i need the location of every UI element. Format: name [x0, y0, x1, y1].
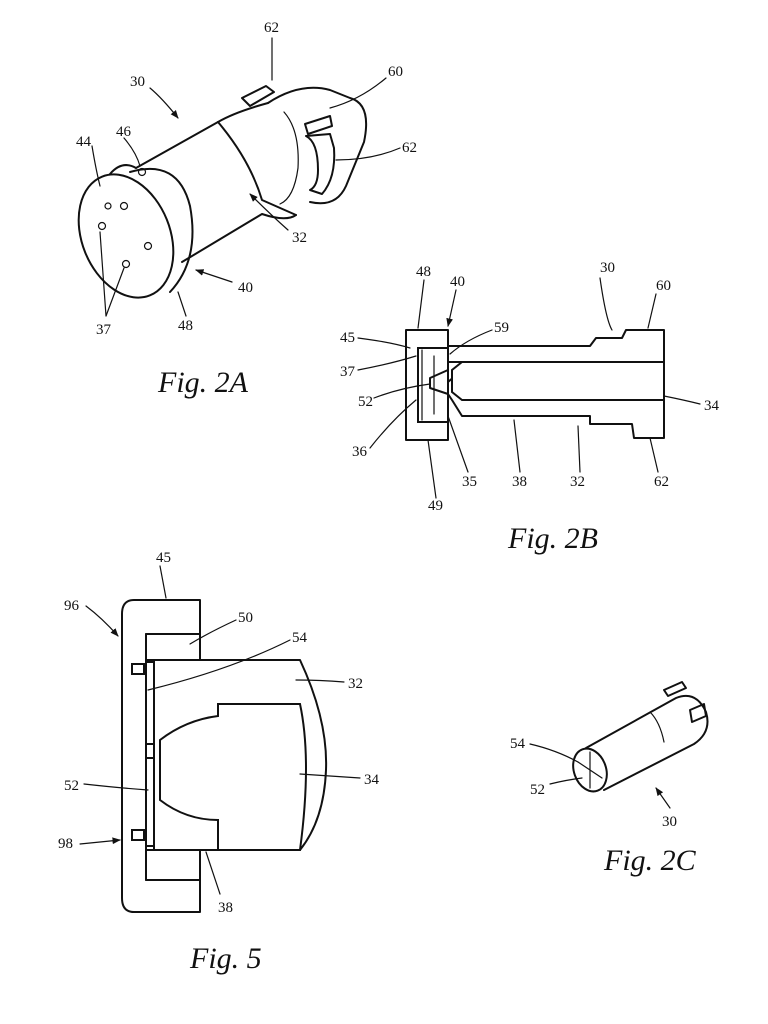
fig2b-caption: Fig. 2B [507, 522, 598, 555]
fig2a-ref-40: 40 [238, 280, 253, 296]
fig2a-ref-62-right: 62 [402, 140, 417, 156]
fig5-ref-54: 54 [292, 630, 308, 646]
fig5-ref-34: 34 [364, 772, 380, 788]
fig2b-ref-36: 36 [352, 444, 368, 460]
fig2a-caption: Fig. 2A [157, 366, 249, 399]
fig2b-ref-40: 40 [450, 274, 465, 290]
fig5-drawing [122, 600, 326, 912]
fig2b-ref-34: 34 [704, 398, 720, 414]
fig2b-ref-30: 30 [600, 260, 615, 276]
fig2a-ref-46: 46 [116, 124, 132, 140]
fig2c-ref-54: 54 [510, 736, 526, 752]
fig2b-ref-37: 37 [340, 364, 356, 380]
fig2b-ref-52: 52 [358, 394, 373, 410]
figure-5: 45 96 50 54 32 52 34 98 38 Fig. 5 [58, 550, 380, 975]
fig2b-ref-59: 59 [494, 320, 509, 336]
fig5-ref-52: 52 [64, 778, 79, 794]
fig2a-ref-62-top: 62 [264, 20, 279, 36]
fig2c-drawing [567, 682, 707, 796]
fig2b-drawing [406, 330, 664, 440]
fig2c-caption: Fig. 2C [603, 844, 697, 877]
fig2a-drawing [61, 86, 366, 312]
fig2b-ref-62: 62 [654, 474, 669, 490]
fig2b-ref-35: 35 [462, 474, 477, 490]
fig2c-ref-52: 52 [530, 782, 545, 798]
fig5-ref-50: 50 [238, 610, 253, 626]
fig2b-ref-60: 60 [656, 278, 671, 294]
fig2a-ref-48: 48 [178, 318, 193, 334]
fig5-ref-38: 38 [218, 900, 233, 916]
figure-2a: 62 30 60 44 46 62 32 40 37 48 Fig. 2A [61, 20, 417, 399]
fig5-ref-32: 32 [348, 676, 363, 692]
fig2a-ref-32: 32 [292, 230, 307, 246]
fig5-ref-45: 45 [156, 550, 171, 566]
fig5-ref-98: 98 [58, 836, 73, 852]
fig2b-ref-32: 32 [570, 474, 585, 490]
fig2b-ref-38: 38 [512, 474, 527, 490]
fig2a-ref-37: 37 [96, 322, 112, 338]
figure-2b: 48 40 30 60 45 59 37 52 34 36 35 38 32 6… [340, 260, 720, 555]
figure-2c: 54 52 30 Fig. 2C [510, 682, 708, 877]
fig5-caption: Fig. 5 [189, 942, 262, 975]
fig2b-ref-48: 48 [416, 264, 431, 280]
fig2a-ref-44: 44 [76, 134, 92, 150]
fig2b-ref-49: 49 [428, 498, 443, 514]
fig2c-ref-30: 30 [662, 814, 677, 830]
fig5-ref-96: 96 [64, 598, 80, 614]
fig2b-ref-45: 45 [340, 330, 355, 346]
fig2a-ref-30: 30 [130, 74, 145, 90]
fig2a-ref-60: 60 [388, 64, 403, 80]
